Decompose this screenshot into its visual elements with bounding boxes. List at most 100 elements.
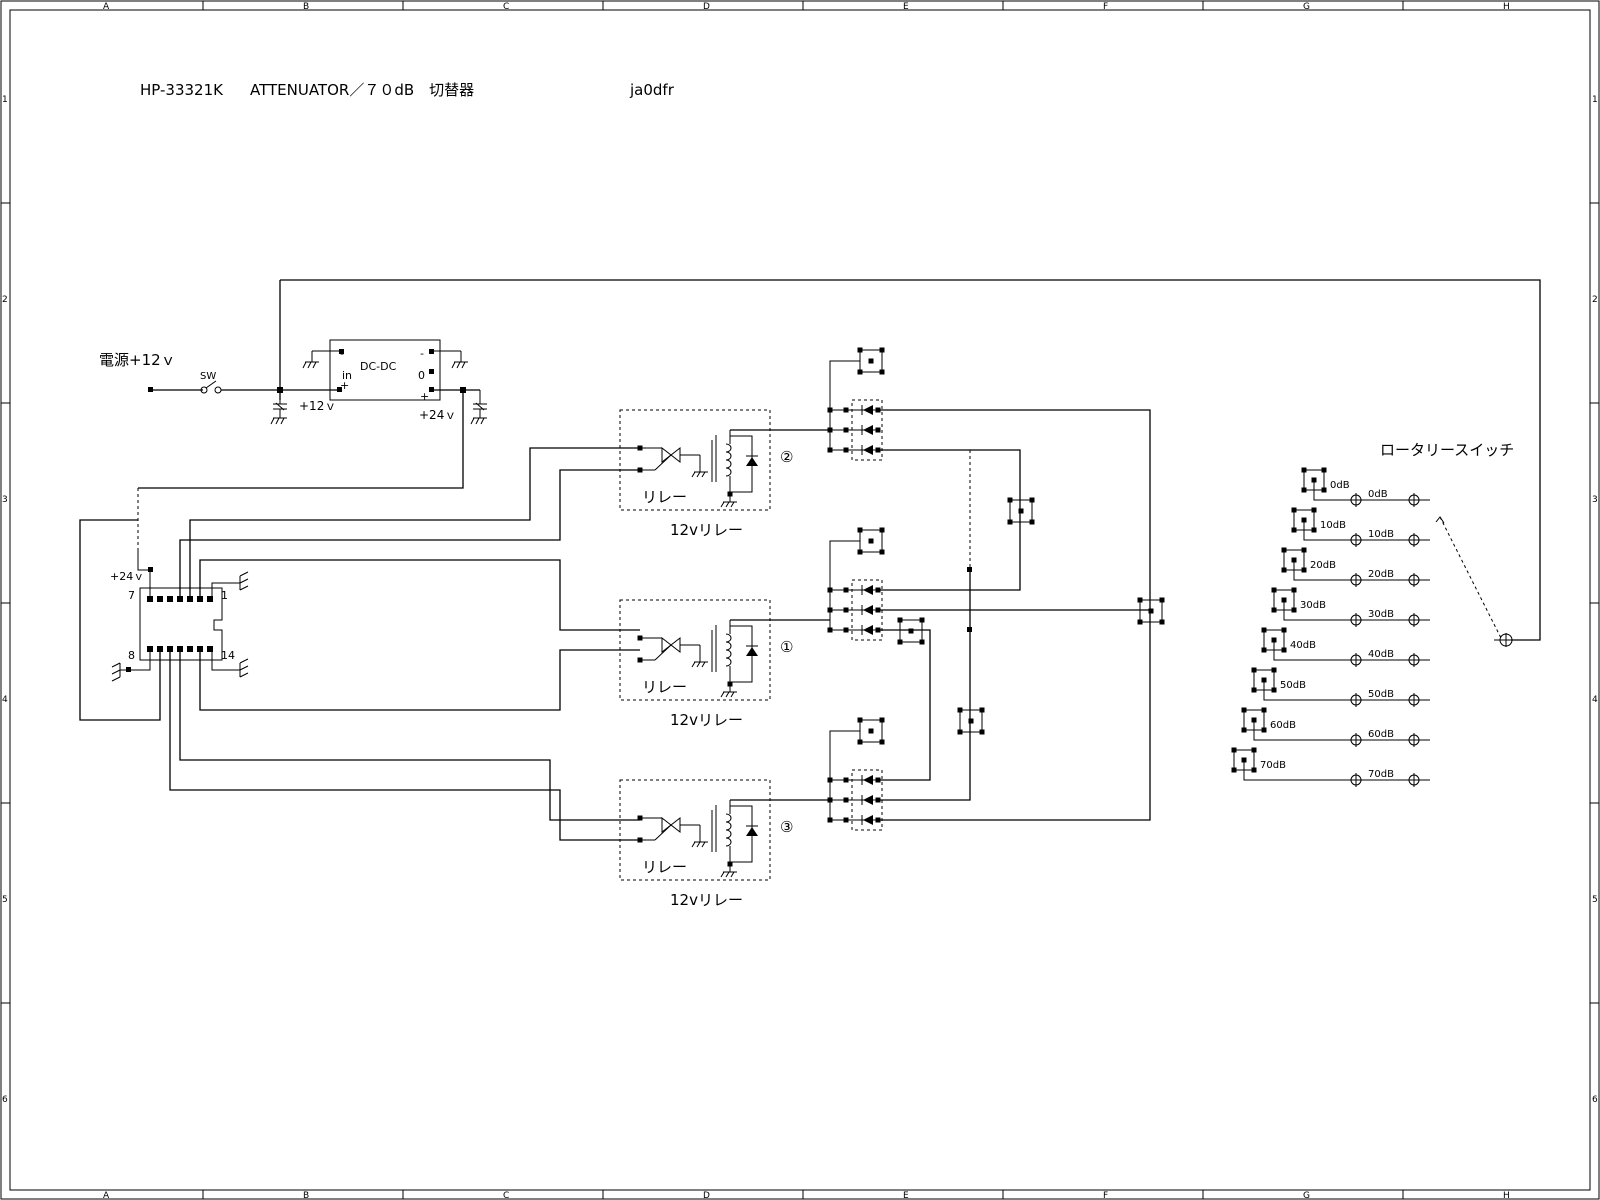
ic-pin-top	[157, 596, 163, 602]
column-marker-top: D	[703, 2, 710, 12]
column-marker-top: G	[1303, 2, 1310, 12]
row-marker-left: 3	[2, 495, 8, 505]
relay-number: ②	[780, 448, 793, 466]
ic-pin-top	[147, 596, 153, 602]
relay-caption: 12vリレー	[670, 891, 743, 909]
rotary-common-bus	[280, 279, 1541, 641]
rotary-position-label: 40dB	[1290, 640, 1316, 651]
dcdc-input-voltage: +12ｖ	[299, 399, 336, 413]
title-attenuator: ATTENUATOR／７０dB 切替器	[250, 81, 474, 99]
rotary-contact-label: 40dB	[1368, 649, 1394, 660]
rotary-position-label: 30dB	[1300, 600, 1326, 611]
row-marker-left: 1	[2, 95, 8, 105]
column-marker-top: B	[303, 2, 309, 12]
ic-pin-7: 7	[128, 589, 135, 602]
column-marker-top: C	[503, 2, 509, 12]
rotary-position-label: 60dB	[1270, 720, 1296, 731]
rotary-contact-label: 10dB	[1368, 529, 1394, 540]
diode-icon	[863, 815, 873, 825]
power-section: 電源+12ｖ SW +12ｖ DC-DC in 0 - + -	[99, 280, 487, 548]
rotary-position-label: 10dB	[1320, 520, 1346, 531]
rotary-position-row: 0dB 0dB	[1301, 467, 1430, 507]
dcdc-output-voltage: +24ｖ	[419, 408, 456, 422]
diode-array-3	[827, 717, 885, 831]
switch-label: SW	[200, 371, 216, 382]
row-marker-left: 4	[2, 695, 8, 705]
diode-icon	[863, 775, 873, 785]
connector-box	[957, 707, 985, 735]
diode-icon	[863, 585, 873, 595]
title-author: ja0dfr	[629, 81, 675, 99]
column-marker-bottom: F	[1103, 1191, 1108, 1200]
ic-pin-1: 1	[221, 589, 228, 602]
rotary-wiper-icon	[1435, 516, 1518, 647]
dcdc-plus-in: +	[340, 379, 349, 392]
rotary-contact-label: 70dB	[1368, 769, 1394, 780]
dcdc-in-label: in	[342, 369, 352, 382]
relay-box	[619, 409, 771, 511]
relay-caption: 12vリレー	[670, 711, 743, 729]
row-marker-right: 2	[1592, 295, 1598, 305]
relay-contact-icon	[661, 816, 681, 834]
connector-box	[1137, 597, 1165, 625]
ic-pin-bottom	[187, 646, 193, 652]
input-capacitor-icon	[270, 400, 287, 425]
rotary-position-row: 40dB 40dB	[1261, 627, 1430, 667]
column-marker-top: F	[1103, 2, 1108, 12]
relay-box	[619, 779, 771, 881]
ic-pin-top	[167, 596, 173, 602]
row-marker-left: 5	[2, 895, 8, 905]
diode-icon	[863, 795, 873, 805]
connector-box	[897, 617, 925, 645]
diode-icon	[863, 625, 873, 635]
row-marker-right: 6	[1592, 1095, 1598, 1105]
ic-pin-8: 8	[128, 649, 135, 662]
ic-pin-bottom	[197, 646, 203, 652]
relay-box-label: リレー	[642, 678, 687, 696]
row-marker-right: 3	[1592, 495, 1598, 505]
dcdc-minus-out: -	[420, 347, 424, 360]
relay-diode-icon	[746, 827, 758, 836]
rotary-contact-label: 30dB	[1368, 609, 1394, 620]
relay-box-label: リレー	[642, 488, 687, 506]
ic-pin-bottom	[167, 646, 173, 652]
rotary-contact-label: 0dB	[1368, 489, 1388, 500]
relay-contact-icon	[661, 636, 681, 654]
diode-icon	[863, 605, 873, 615]
rotary-position-label: 50dB	[1280, 680, 1306, 691]
rotary-position-row: 50dB 50dB	[1251, 667, 1430, 707]
ic-pin-bottom	[147, 646, 153, 652]
rotary-switch-title: ロータリースイッチ	[1380, 441, 1514, 459]
row-marker-right: 1	[1592, 95, 1598, 105]
relay-number: ③	[780, 818, 793, 836]
dcdc-label: DC-DC	[360, 360, 397, 373]
relay-diode-icon	[746, 647, 758, 656]
row-marker-right: 4	[1592, 695, 1598, 705]
ic-relay-wiring	[79, 447, 640, 841]
column-marker-bottom: D	[703, 1191, 710, 1200]
ic-pin-bottom	[177, 646, 183, 652]
row-marker-left: 2	[2, 295, 8, 305]
column-marker-bottom: G	[1303, 1191, 1310, 1200]
ic-supply-label: +24ｖ	[110, 570, 144, 583]
row-marker-right: 5	[1592, 895, 1598, 905]
ic-ground-bottom-left-icon	[111, 662, 121, 682]
column-marker-bottom: B	[303, 1191, 309, 1200]
power-supply-label: 電源+12ｖ	[99, 351, 176, 369]
diode-icon	[863, 445, 873, 455]
column-marker-bottom: H	[1503, 1191, 1510, 1200]
relay-box	[619, 599, 771, 701]
title-model: HP-33321K	[140, 81, 224, 99]
rotary-contact-label: 50dB	[1368, 689, 1394, 700]
ic-pin-bottom	[157, 646, 163, 652]
rotary-position-label: 0dB	[1330, 480, 1350, 491]
column-marker-top: E	[903, 2, 909, 12]
